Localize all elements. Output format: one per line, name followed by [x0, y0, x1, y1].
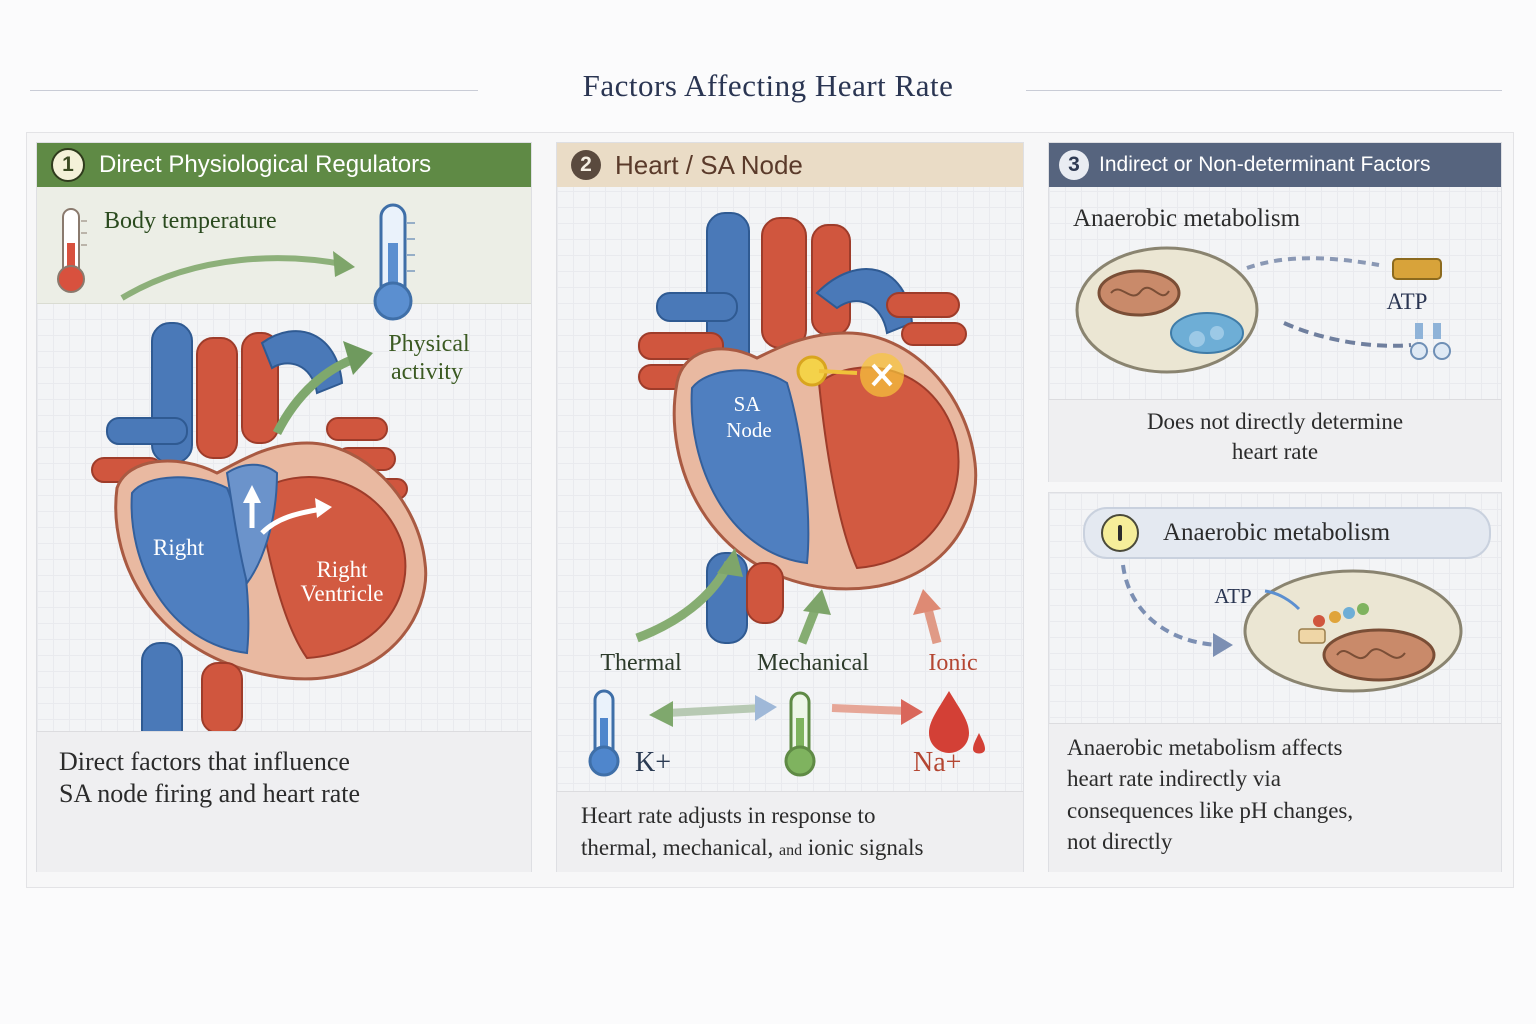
panel1-caption-line-2: SA node firing and heart rate — [59, 779, 361, 808]
activity-arrow — [272, 353, 359, 436]
sa-node-label-2: Node — [726, 418, 772, 442]
panel3-top-illustration: ATP — [1075, 246, 1451, 374]
ionic-flow-arrow — [831, 704, 908, 715]
panel2-caption-part-a: thermal, mechanical, — [581, 835, 774, 860]
info-icon — [1101, 514, 1139, 552]
atp-label-top: ATP — [1387, 289, 1428, 314]
body-temperature-label: Body temperature — [104, 208, 277, 234]
panel2-number: 2 — [580, 153, 592, 176]
bidirectional-arrow — [666, 704, 763, 717]
right-ventricle-label-1: Right — [316, 557, 368, 582]
cell-mitochondria-icon — [1075, 246, 1259, 374]
potassium-ion-label: K+ — [635, 747, 671, 778]
heart-anatomy-illustration-1 — [91, 322, 428, 754]
atp-dashed-arrow-top — [1246, 256, 1380, 270]
thermal-arrow-head — [717, 548, 743, 577]
panel3-bottom-illustration: ATP — [1121, 564, 1463, 693]
panel1-number-badge: 1 — [51, 148, 85, 182]
atp-label-bottom: ATP — [1214, 584, 1251, 608]
panel3-top-caption-line-1: Does not directly determine — [1146, 409, 1404, 434]
panel2-caption-line-1: Heart rate adjusts in response to — [581, 803, 876, 828]
panel3-bottom-caption-line-1: Anaerobic metabolism affects — [1067, 735, 1343, 760]
panel2-caption-box — [557, 791, 1023, 872]
panel2-caption-part-b: and — [778, 842, 803, 859]
panel2-illustration: Thermal Mechanical Ionic K+ Na+ SA Node — [588, 212, 985, 778]
sa-node-label-1: SA — [734, 392, 762, 416]
panel3-bottom-caption-box — [1049, 723, 1501, 872]
panel3-top-caption-line-2: heart rate — [1231, 439, 1319, 464]
right-ventricle-label-2: Ventricle — [300, 581, 383, 606]
panel3-number: 3 — [1068, 153, 1080, 176]
atp-dashed-arrow-left — [1121, 564, 1220, 647]
right-atrium-label: Right — [153, 535, 205, 560]
sodium-ion-label: Na+ — [913, 747, 961, 778]
physical-activity-label-1: Physical — [388, 331, 470, 357]
atp-dashed-arrow-bottom — [1283, 321, 1412, 348]
anaerobic-pill-label: Anaerobic metabolism — [1163, 519, 1391, 546]
panel1-number: 1 — [62, 153, 74, 176]
thermal-label: Thermal — [600, 650, 682, 676]
panel1-illustration: Body temperature Physical activity Right… — [57, 203, 470, 754]
thermometer-low-icon — [57, 208, 87, 293]
panel2-header-label: Heart / SA Node — [615, 149, 803, 180]
title-bar: Factors Affecting Heart Rate — [0, 64, 1536, 114]
panel3-bottom-caption-line-4: not directly — [1067, 829, 1173, 854]
panel2-caption-line-2: thermal, mechanical, and ionic signals — [581, 835, 923, 861]
panel-direct-regulators: 1 Direct Physiological Regulators — [36, 142, 532, 872]
panel-indirect-factors: 3 Indirect or Non-determinant Factors An… — [1048, 142, 1502, 482]
panel2-caption-part-c: ionic signals — [807, 835, 924, 860]
panel3-header: 3 Indirect or Non-determinant Factors — [1049, 143, 1501, 187]
anaerobic-pill: Anaerobic metabolism — [1083, 507, 1491, 559]
heart-anatomy-illustration-2 — [638, 212, 978, 644]
thermal-arrow — [635, 560, 734, 643]
panel1-header: 1 Direct Physiological Regulators — [37, 143, 531, 187]
atp-molecule-icon — [1410, 323, 1451, 360]
panel3-bottom-caption-line-3: consequences like pH changes, — [1067, 798, 1354, 823]
panel-sa-node: 2 Heart / SA Node — [556, 142, 1024, 872]
panel1-temperature-strip — [37, 187, 531, 304]
panel1-caption-line-1: Direct factors that influence — [59, 747, 350, 776]
panel-anaerobic-metabolism: Anaerobic metabolism ATP Anaerobic metab… — [1048, 492, 1502, 872]
title-rule-left — [30, 90, 478, 91]
cell-organelles-icon — [1243, 569, 1463, 693]
title-rule-right — [1026, 90, 1502, 91]
panel3-top-title: Anaerobic metabolism — [1073, 205, 1301, 232]
panel3-top-caption-box — [1049, 399, 1501, 482]
thermometer-green-icon — [784, 691, 816, 777]
mechanical-arrow-head — [803, 589, 831, 615]
ionic-label: Ionic — [928, 650, 977, 676]
physical-activity-label-2: activity — [391, 359, 463, 385]
panel1-header-label: Direct Physiological Regulators — [99, 151, 432, 178]
page-title: Factors Affecting Heart Rate — [582, 68, 954, 103]
atp-block-icon — [1392, 258, 1442, 280]
atp-dashed-arrow-left-head — [1213, 633, 1233, 657]
blood-drop-icon — [929, 691, 985, 754]
mechanical-label: Mechanical — [757, 650, 869, 676]
panel3-number-badge: 3 — [1059, 150, 1089, 180]
panel2-number-badge: 2 — [571, 150, 601, 180]
activity-arrow-head — [343, 341, 373, 375]
panel2-header: 2 Heart / SA Node — [557, 143, 1023, 187]
thermometer-k-icon — [588, 689, 620, 777]
temperature-arrow — [120, 255, 348, 301]
thermometer-high-icon — [373, 203, 415, 321]
panel1-caption-box — [37, 731, 531, 872]
panel3-header-label: Indirect or Non-determinant Factors — [1099, 153, 1431, 176]
temperature-arrow-head — [333, 251, 355, 277]
panel3-bottom-caption-line-2: heart rate indirectly via — [1067, 766, 1281, 791]
ionic-arrow-head — [913, 589, 941, 615]
